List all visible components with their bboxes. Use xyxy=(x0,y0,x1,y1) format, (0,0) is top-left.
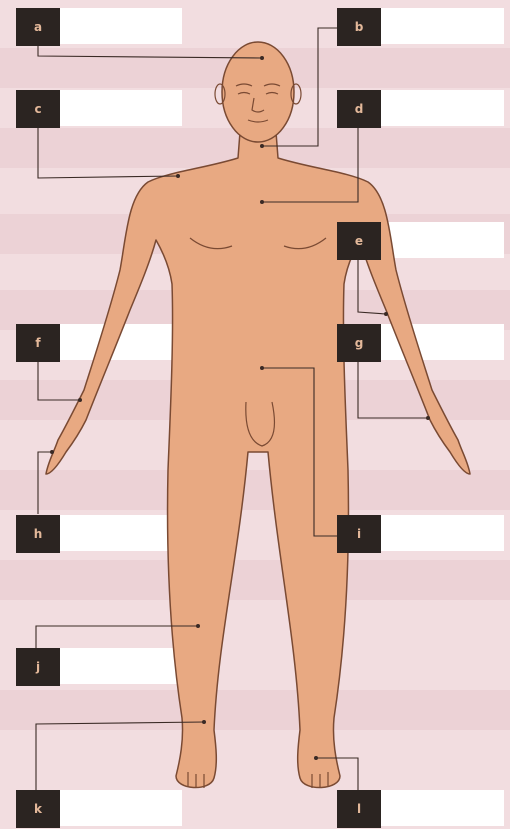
label-letter: g xyxy=(355,336,364,350)
label-letter: h xyxy=(34,527,43,541)
label-badge-h: h xyxy=(16,515,60,553)
label-badge-d: d xyxy=(337,90,381,128)
label-badge-g: g xyxy=(337,324,381,362)
label-badge-l: l xyxy=(337,790,381,828)
label-badge-e: e xyxy=(337,222,381,260)
label-letter: l xyxy=(357,802,361,816)
label-badge-i: i xyxy=(337,515,381,553)
label-letter: e xyxy=(355,234,363,248)
label-badge-c: c xyxy=(16,90,60,128)
label-letter: a xyxy=(34,20,42,34)
label-badge-k: k xyxy=(16,790,60,828)
body-outline xyxy=(46,132,470,788)
label-letter: c xyxy=(34,102,41,116)
label-letter: d xyxy=(355,102,364,116)
label-letter: f xyxy=(35,336,40,350)
label-badge-j: j xyxy=(16,648,60,686)
head xyxy=(222,42,294,142)
label-badge-f: f xyxy=(16,324,60,362)
label-letter: j xyxy=(36,660,40,674)
label-badge-a: a xyxy=(16,8,60,46)
label-letter: b xyxy=(355,20,364,34)
label-letter: i xyxy=(357,527,361,541)
label-badge-b: b xyxy=(337,8,381,46)
label-letter: k xyxy=(34,802,42,816)
